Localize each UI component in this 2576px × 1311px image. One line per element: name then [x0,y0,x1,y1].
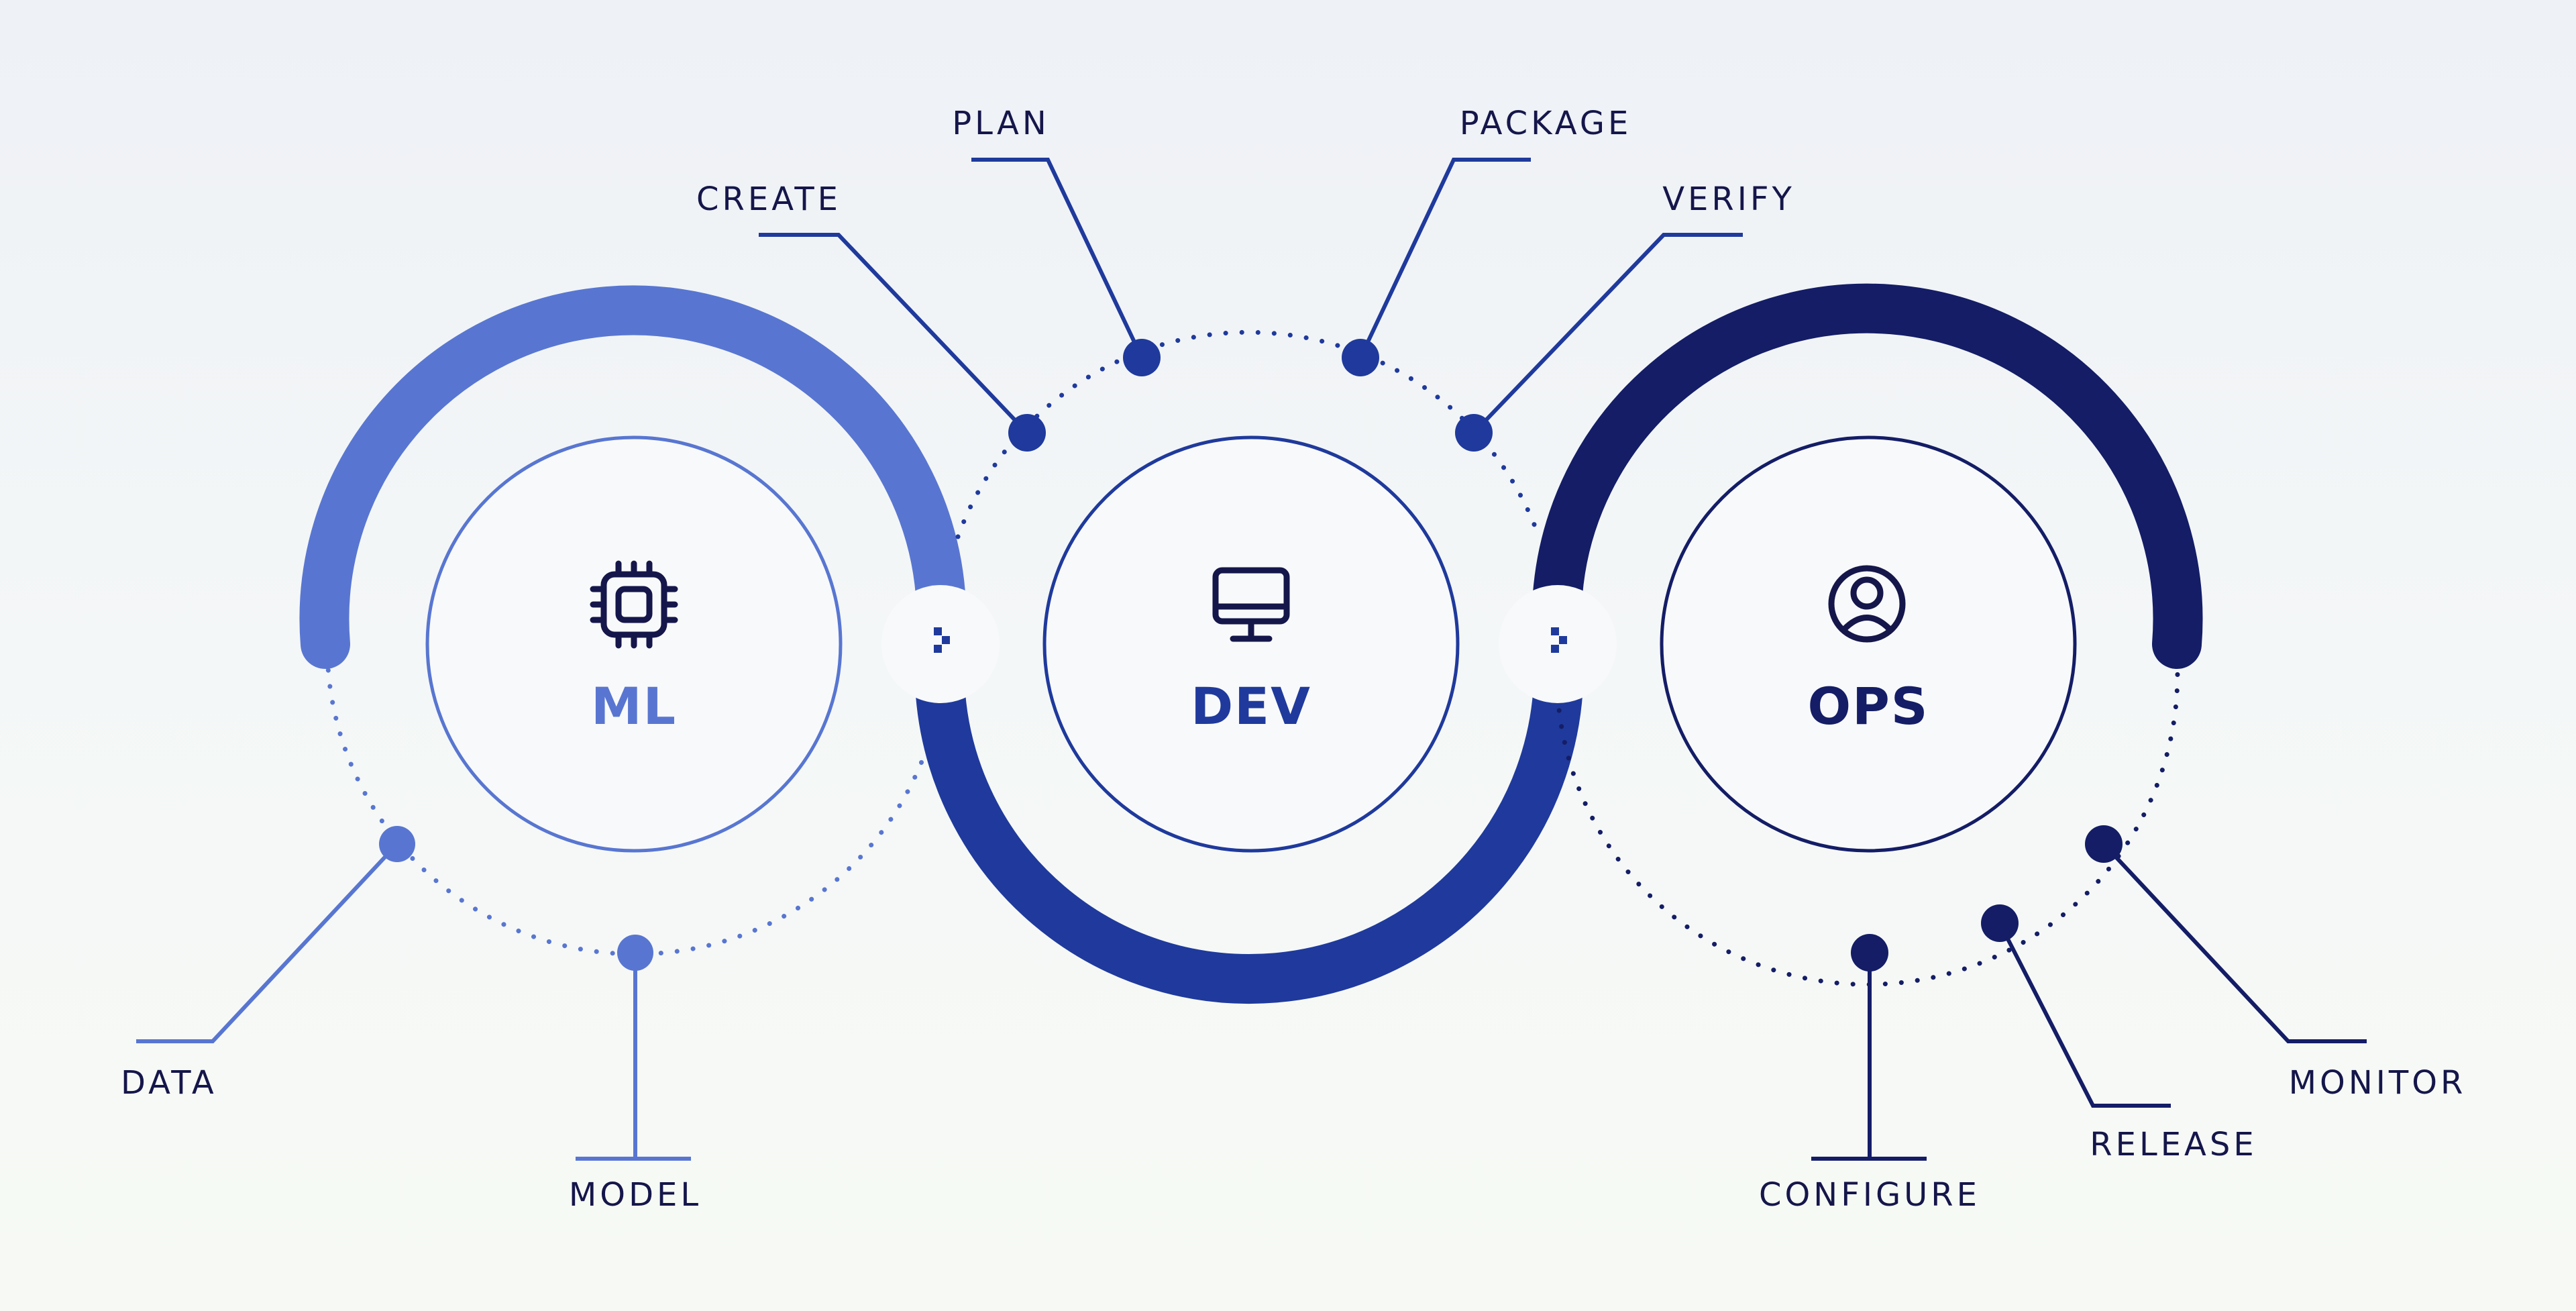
release-dot [1981,904,2019,942]
step-label-data: DATA [121,1064,217,1102]
ml-upper-arc [299,285,965,669]
dev-inner-circle [1042,435,1460,853]
release-leader-line [1998,922,2171,1108]
step-label-plan: PLAN [952,105,1050,142]
connector-ml-dev [881,585,1000,703]
package-dot [1342,339,1379,376]
ops-inner-circle [1660,435,2077,853]
ops-section: OPS [1533,283,2203,987]
ops-title: OPS [1807,676,1929,736]
step-label-monitor: MONITOR [2289,1064,2467,1102]
verify-leader-line [1472,233,1743,435]
step-label-create: CREATE [696,180,841,218]
step-label-model: MODEL [569,1176,702,1214]
plan-leader-line [971,158,1144,359]
chevron-right-icon [934,627,950,653]
monitor-dot [2085,825,2123,863]
ml-title: ML [591,676,677,736]
ml-dotted-arc [325,651,943,957]
ml-section: ML [299,285,965,957]
step-label-configure: CONFIGURE [1759,1176,1980,1214]
ops-step-markers [1811,825,2367,1161]
step-label-package: PACKAGE [1460,105,1632,142]
user-icon [1828,565,1906,643]
package-leader-line [1358,158,1531,359]
configure-leader-line [1811,953,1927,1161]
model-leader-line [576,953,691,1161]
dev-section: DEV [916,329,1584,1004]
dev-step-markers [759,158,1743,452]
model-dot [617,935,653,971]
step-label-release: RELEASE [2090,1126,2257,1163]
step-label-verify: VERIFY [1662,180,1795,218]
chip-icon [590,560,678,649]
data-dot [379,826,415,862]
dev-lower-arc [916,642,1584,1004]
ops-upper-arc [1533,283,2203,669]
ml-step-markers [136,826,691,1161]
monitor-leader-line [2102,842,2367,1043]
chevron-right-icon [1551,627,1567,653]
configure-dot [1851,934,1888,972]
data-leader-line [136,842,399,1043]
plan-dot [1123,339,1161,376]
create-leader-line [759,233,1029,435]
ops-dotted-arc [1555,651,2180,987]
connector-dev-ops [1499,585,1617,703]
verify-dot [1455,414,1493,452]
monitor-icon [1212,567,1290,642]
dev-title: DEV [1191,676,1311,736]
create-dot [1008,414,1046,452]
